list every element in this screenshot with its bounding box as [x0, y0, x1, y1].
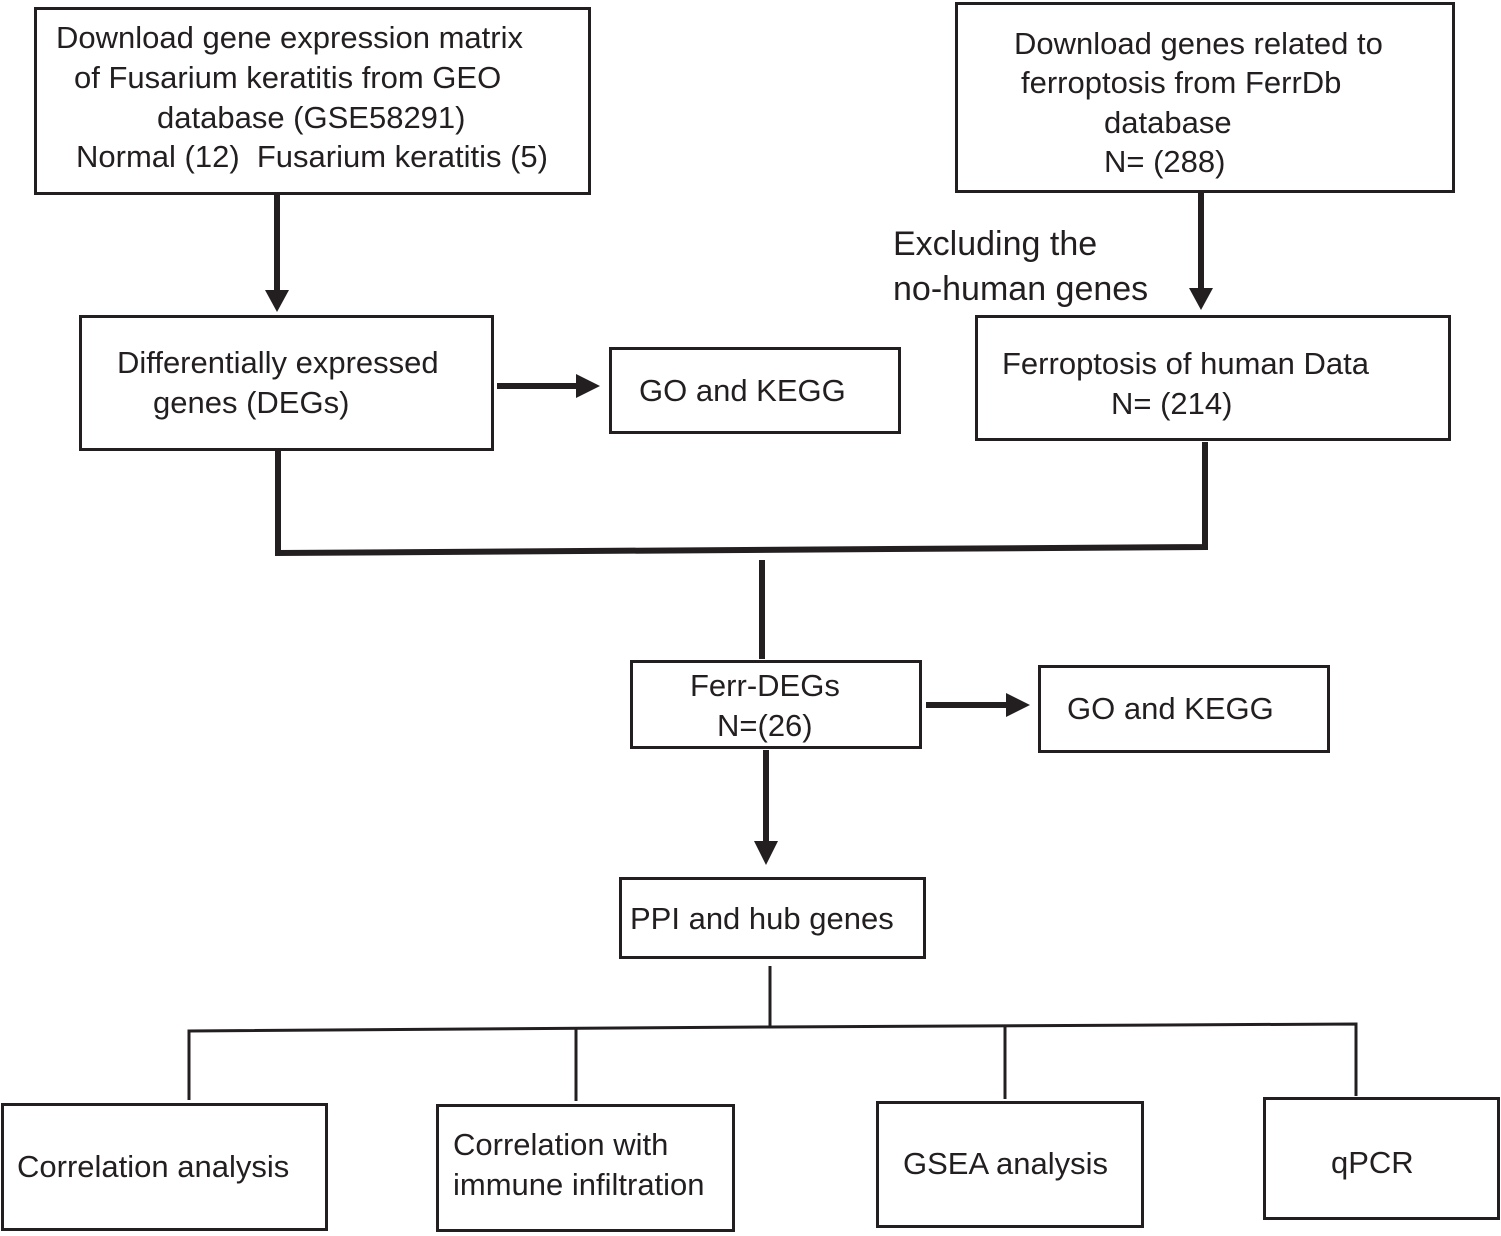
correlation-analysis-label: Correlation analysis: [17, 1149, 290, 1184]
geo-box-line-1: Download gene expression matrix: [56, 20, 523, 55]
ferrdb-box-line-4: N= (288): [1104, 144, 1226, 179]
arrowhead-degs-to-go: [576, 374, 600, 398]
exclude-note-line-1: Excluding the: [893, 225, 1098, 263]
ferrdb-box-line-1: Download genes related to: [1014, 26, 1383, 61]
gsea-analysis-label: GSEA analysis: [903, 1146, 1109, 1181]
arrowhead-ferr-to-ppi: [754, 841, 778, 865]
geo-box-line-4: Normal (12) Fusarium keratitis (5): [76, 139, 548, 174]
arrowhead-ferrdb-to-human: [1189, 288, 1213, 310]
ferrdb-box-line-3: database: [1104, 105, 1232, 140]
ferrdb-box-line-2: ferroptosis from FerrDb: [1021, 65, 1342, 100]
ferr-degs-box: [630, 660, 922, 749]
degs-box: [79, 315, 494, 451]
ferrdb-download-box: [955, 2, 1455, 193]
correlation-analysis-box: [1, 1103, 328, 1231]
degs-box-line-2: genes (DEGs): [153, 385, 350, 420]
geo-box-line-2: of Fusarium keratitis from GEO: [74, 60, 502, 95]
ferr-degs-line-2: N=(26): [717, 708, 813, 743]
go-kegg-box-2: [1038, 665, 1330, 753]
gsea-analysis-box: [876, 1101, 1144, 1228]
merge-line: [275, 442, 1208, 557]
human-box-line-1: Ferroptosis of human Data: [1002, 346, 1370, 381]
qpcr-box: [1263, 1097, 1500, 1220]
human-ferroptosis-box: [975, 315, 1451, 441]
human-box-line-2: N= (214): [1111, 386, 1233, 421]
geo-box-line-3: database (GSE58291): [157, 100, 466, 135]
geo-download-box: [34, 7, 591, 195]
qpcr-label: qPCR: [1331, 1145, 1414, 1180]
go-kegg-box-1: [609, 347, 901, 434]
immune-box-line-2: immune infiltration: [453, 1167, 705, 1202]
immune-box-line-1: Correlation with: [453, 1127, 669, 1162]
ppi-hub-genes-box: [619, 877, 926, 959]
immune-infiltration-box: [436, 1104, 735, 1232]
ferr-degs-line-1: Ferr-DEGs: [690, 668, 840, 703]
go-kegg-label-1: GO and KEGG: [639, 373, 846, 408]
branch-bar-line: [187, 1022, 1358, 1100]
degs-box-line-1: Differentially expressed: [117, 345, 439, 380]
arrowhead-geo-to-degs: [265, 290, 289, 312]
arrowhead-ferr-to-go: [1006, 693, 1030, 717]
go-kegg-label-2: GO and KEGG: [1067, 691, 1274, 726]
ppi-hub-genes-label: PPI and hub genes: [630, 901, 894, 936]
exclude-note-line-2: no-human genes: [893, 270, 1149, 308]
